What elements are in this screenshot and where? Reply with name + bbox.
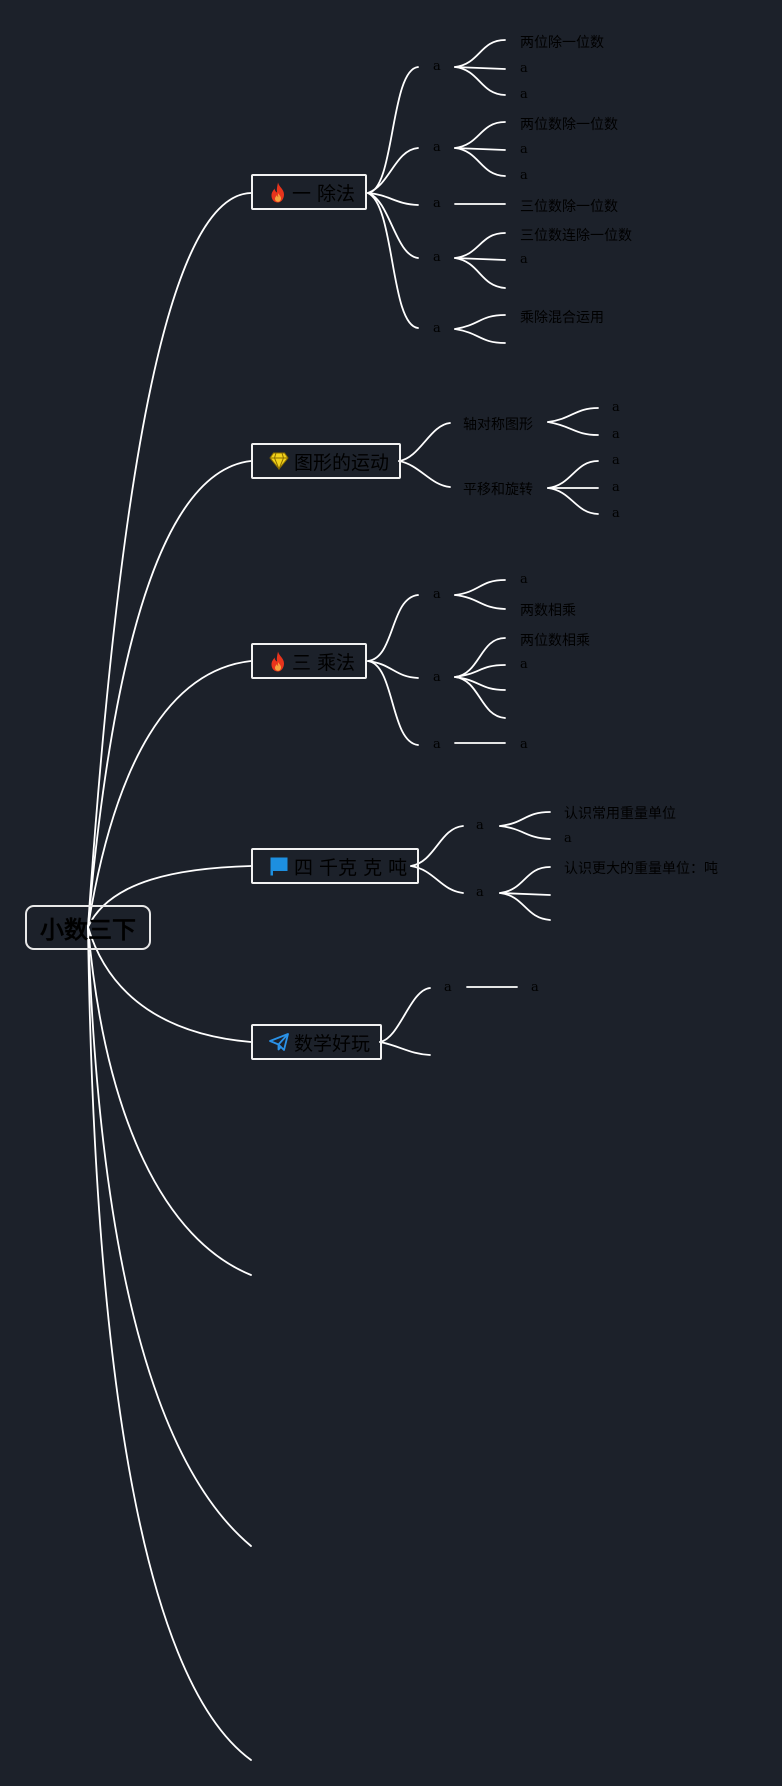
link-b3-g0-i0: [499, 811, 551, 827]
weight-item-0-0[interactable]: 认识常用重量单位: [564, 806, 676, 822]
division-group-2[interactable]: a: [433, 196, 441, 211]
fun-math-item-0-0[interactable]: a: [531, 980, 539, 995]
link-b0-g0-i2: [454, 66, 506, 96]
shape-motion-item-1-2[interactable]: a: [612, 506, 620, 521]
link-root-branch-3: [87, 865, 252, 928]
link-b3-g1-i1: [499, 892, 551, 896]
link-b2-g1-i3: [454, 676, 506, 719]
shape-motion-group-0[interactable]: 轴对称图形: [463, 417, 533, 433]
link-b0-g3-i2: [454, 257, 506, 289]
link-b0-g3-i0: [454, 232, 506, 259]
link-b2-g1-i1: [454, 664, 506, 678]
root-topic[interactable]: 小数三下: [25, 905, 151, 950]
branch-shape-motion[interactable]: 图形的运动: [251, 443, 402, 479]
division-item-1-0[interactable]: 两位数除一位数: [520, 117, 618, 133]
root-topic-label: 小数三下: [40, 916, 136, 944]
weight-group-0[interactable]: a: [476, 818, 484, 833]
link-b0-g4-i0: [454, 314, 506, 330]
link-b2-g1-i0: [454, 637, 506, 678]
multiplication-group-1[interactable]: a: [433, 670, 441, 685]
multiplication-item-0-0[interactable]: a: [520, 572, 528, 587]
link-root-empty-0: [87, 926, 252, 1276]
link-b0-g4: [367, 192, 419, 329]
division-item-3-1[interactable]: a: [520, 252, 528, 267]
branch-multiplication[interactable]: 三 乘法: [251, 643, 368, 679]
fun-math-group-0[interactable]: a: [444, 980, 452, 995]
link-b4-g0: [379, 987, 431, 1043]
division-group-4[interactable]: a: [433, 321, 441, 336]
division-item-4-0[interactable]: 乘除混合运用: [520, 310, 604, 326]
paper-plane-icon: [269, 1033, 289, 1051]
link-root-empty-1: [87, 926, 252, 1547]
link-b2-g0-i1: [454, 594, 506, 610]
division-group-1[interactable]: a: [433, 140, 441, 155]
link-root-branch-2: [87, 660, 252, 928]
flag-icon: [269, 856, 289, 876]
branch-division[interactable]: 一 除法: [251, 174, 368, 210]
link-b0-g3: [367, 192, 419, 259]
link-b0-g1-i0: [454, 121, 506, 149]
link-b3-g1-i0: [499, 866, 551, 894]
weight-group-1[interactable]: a: [476, 885, 484, 900]
link-b0-g0: [367, 66, 419, 194]
multiplication-group-2[interactable]: a: [433, 737, 441, 752]
division-item-0-2[interactable]: a: [520, 87, 528, 102]
shape-motion-item-0-0[interactable]: a: [612, 400, 620, 415]
branch-fun-math[interactable]: 数学好玩: [251, 1024, 383, 1060]
multiplication-item-2-0[interactable]: a: [520, 737, 528, 752]
link-root-branch-4: [87, 926, 252, 1043]
link-b1-g0: [398, 422, 451, 462]
link-b0-g1-i1: [454, 147, 506, 151]
shape-motion-item-1-0[interactable]: a: [612, 453, 620, 468]
shape-motion-group-1[interactable]: 平移和旋转: [463, 482, 533, 498]
link-b1-g0-i0: [547, 407, 599, 423]
division-item-1-2[interactable]: a: [520, 168, 528, 183]
division-item-3-0[interactable]: 三位数连除一位数: [520, 228, 632, 244]
link-root-empty-2: [87, 926, 252, 1761]
branch-weight-units[interactable]: 四 千克 克 吨: [251, 848, 420, 884]
multiplication-group-0[interactable]: a: [433, 587, 441, 602]
link-b2-g0-i0: [454, 579, 506, 596]
link-root-branch-1: [87, 460, 252, 928]
division-group-0[interactable]: a: [433, 59, 441, 74]
link-b0-g1-i2: [454, 147, 506, 177]
link-root-branch-0: [87, 192, 252, 928]
diamond-icon: [269, 452, 289, 470]
branch-multiplication-label: 三 乘法: [292, 651, 356, 674]
shape-motion-item-1-1[interactable]: a: [612, 480, 620, 495]
weight-item-1-0[interactable]: 认识更大的重量单位：吨: [564, 861, 718, 877]
division-item-2-0[interactable]: 三位数除一位数: [520, 199, 618, 215]
multiplication-item-1-1[interactable]: a: [520, 657, 528, 672]
link-b2-g0: [367, 594, 419, 662]
link-b4-g1: [379, 1041, 431, 1056]
shape-motion-item-0-1[interactable]: a: [612, 427, 620, 442]
division-group-3[interactable]: a: [433, 250, 441, 265]
link-b0-g0-i1: [454, 66, 506, 70]
link-b1-g1-i0: [547, 460, 599, 489]
link-b0-g1: [367, 147, 419, 194]
link-b2-g2: [367, 660, 419, 746]
fire-icon: [269, 651, 287, 672]
division-item-0-0[interactable]: 两位除一位数: [520, 35, 604, 51]
multiplication-item-1-0[interactable]: 两位数相乘: [520, 633, 590, 649]
branch-division-label: 一 除法: [292, 182, 356, 205]
branch-weight-units-label: 四 千克 克 吨: [294, 856, 408, 879]
branch-fun-math-label: 数学好玩: [294, 1032, 371, 1055]
fire-icon: [269, 182, 287, 203]
division-item-1-1[interactable]: a: [520, 142, 528, 157]
link-b0-g4-i1: [454, 328, 506, 344]
link-b1-g1-i2: [547, 487, 599, 515]
link-b3-g1-i2: [499, 892, 551, 921]
link-b0-g0-i0: [454, 39, 506, 68]
multiplication-item-0-1[interactable]: 两数相乘: [520, 603, 576, 619]
branch-shape-motion-label: 图形的运动: [294, 451, 390, 474]
link-b0-g2: [367, 192, 419, 206]
weight-item-0-1[interactable]: a: [564, 831, 572, 846]
division-item-0-1[interactable]: a: [520, 61, 528, 76]
link-b3-g0-i1: [499, 825, 551, 840]
link-b1-g1: [398, 460, 451, 488]
link-b1-g0-i1: [547, 421, 599, 436]
link-b0-g3-i1: [454, 257, 506, 261]
